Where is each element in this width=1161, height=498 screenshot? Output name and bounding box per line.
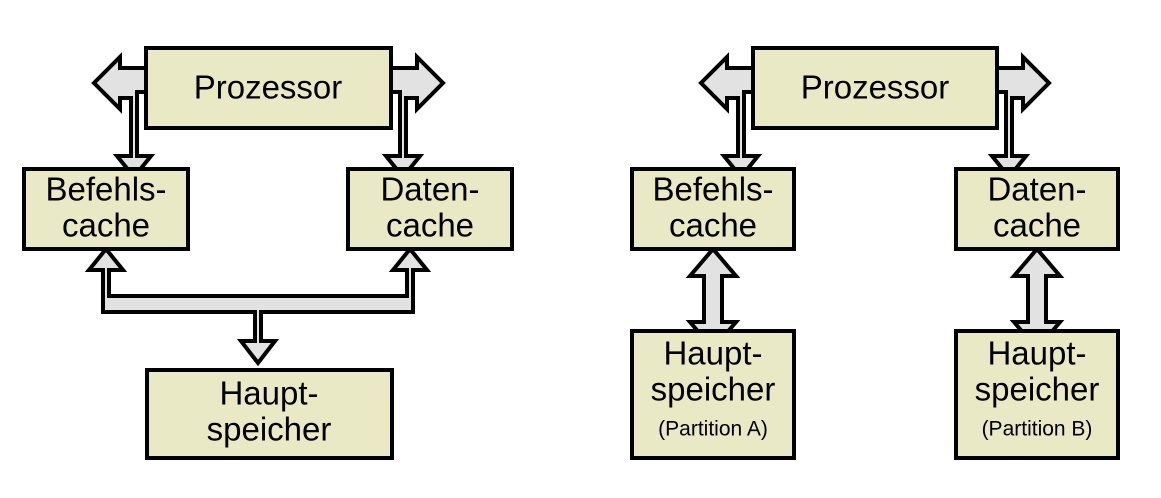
right-node-main-memory-a: Haupt- speicher (Partition A) [630, 329, 796, 460]
right-node-instruction-cache: Befehls- cache [630, 167, 796, 251]
left-main-memory-label-line2: speicher [207, 411, 332, 448]
left-main-memory-box [145, 368, 394, 460]
left-processor-box [144, 46, 393, 130]
right-data-cache-box [954, 167, 1120, 251]
right-instruction-cache-box [630, 167, 796, 251]
right-main-memory-a-box [630, 329, 796, 460]
right-diagram: Prozessor Befehls- cache Daten- cache Ha… [630, 46, 1120, 460]
right-node-data-cache: Daten- cache [954, 167, 1120, 251]
connector-caches-main-memory-left [84, 245, 432, 367]
left-node-instruction-cache: Befehls- cache [22, 167, 190, 251]
right-data-cache-label-line1: Daten- [987, 171, 1086, 208]
right-main-memory-b-label-line1: Haupt- [987, 335, 1086, 372]
left-data-cache-box [346, 167, 514, 251]
right-main-memory-a-label-line1: Haupt- [663, 335, 762, 372]
left-node-processor: Prozessor [144, 46, 393, 130]
left-instruction-cache-label-line2: cache [62, 207, 150, 244]
right-node-processor: Prozessor [751, 46, 999, 130]
right-instruction-cache-label-line1: Befehls- [652, 171, 773, 208]
left-main-memory-label-line1: Haupt- [219, 375, 318, 412]
left-node-main-memory: Haupt- speicher [145, 368, 394, 460]
connector-processor-data-cache-left [381, 52, 446, 181]
left-diagram: Prozessor Befehls- cache Daten- cache Ha… [22, 46, 514, 460]
right-node-main-memory-b: Haupt- speicher (Partition B) [954, 329, 1120, 460]
right-main-memory-a-partition-label: (Partition A) [658, 418, 768, 441]
right-data-cache-label-line2: cache [993, 207, 1081, 244]
right-main-memory-a-label-line2: speicher [651, 371, 776, 408]
left-data-cache-label-line1: Daten- [380, 171, 479, 208]
left-instruction-cache-label-line1: Befehls- [45, 171, 166, 208]
right-main-memory-b-partition-label: (Partition B) [982, 418, 1093, 441]
left-processor-label: Prozessor [194, 69, 343, 106]
connector-processor-instruction-cache-left [91, 52, 156, 181]
right-main-memory-b-label-line2: speicher [975, 371, 1100, 408]
right-main-memory-b-box [954, 329, 1120, 460]
left-data-cache-label-line2: cache [386, 207, 474, 244]
connector-processor-instruction-cache-right [698, 52, 763, 181]
left-instruction-cache-box [22, 167, 190, 251]
right-processor-box [751, 46, 999, 130]
right-instruction-cache-label-line2: cache [669, 207, 757, 244]
right-processor-label: Prozessor [801, 69, 950, 106]
connector-processor-data-cache-right [987, 52, 1052, 181]
left-node-data-cache: Daten- cache [346, 167, 514, 251]
